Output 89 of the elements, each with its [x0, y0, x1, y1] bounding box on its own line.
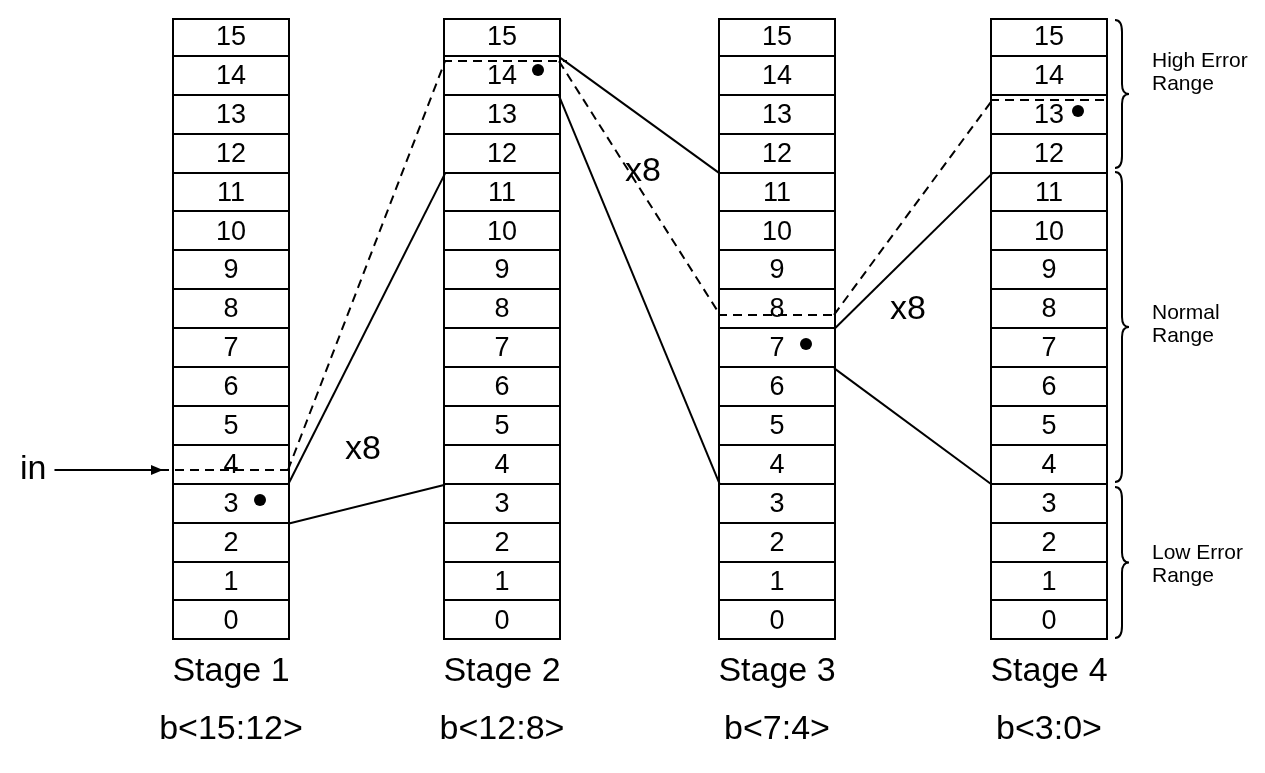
level-cell: 11 — [174, 173, 288, 213]
stage-caption: Stage 2 — [443, 650, 561, 689]
gain-label: x8 — [345, 428, 381, 467]
level-cell: 3 — [174, 484, 288, 524]
level-cell: 10 — [992, 212, 1106, 252]
level-cell: 8 — [174, 290, 288, 330]
level-cell: 4 — [174, 445, 288, 485]
connector-line — [287, 483, 446, 525]
bit-range-label: b<3:0> — [996, 708, 1102, 747]
level-cell: 6 — [720, 368, 834, 407]
level-cell: 13 — [445, 95, 559, 135]
level-cell: 3 — [720, 484, 834, 524]
level-cell: 15 — [720, 18, 834, 57]
connector-line — [833, 172, 993, 331]
gain-label: x8 — [625, 150, 661, 189]
level-cell: 10 — [720, 212, 834, 252]
level-cell: 0 — [445, 601, 559, 641]
level-cell: 2 — [174, 523, 288, 563]
level-cell: 4 — [445, 445, 559, 485]
level-cell: 11 — [445, 173, 559, 213]
level-cell: 15 — [445, 18, 559, 57]
level-cell: 3 — [445, 484, 559, 524]
level-cell: 4 — [720, 445, 834, 485]
range-label: Normal Range — [1152, 300, 1221, 346]
level-cell: 13 — [992, 95, 1106, 135]
level-cell: 2 — [992, 523, 1106, 563]
level-cell: 0 — [992, 601, 1106, 641]
connector-line — [558, 55, 721, 175]
level-cell: 15 — [992, 18, 1106, 57]
gain-label: x8 — [890, 288, 926, 327]
level-cell: 0 — [174, 601, 288, 641]
stage-caption: Stage 1 — [172, 650, 290, 689]
level-cell: 12 — [992, 134, 1106, 174]
level-cell: 5 — [720, 407, 834, 446]
range-label: High Error Range — [1152, 48, 1249, 94]
level-cell: 7 — [992, 329, 1106, 369]
level-cell: 8 — [445, 290, 559, 330]
level-cell: 13 — [720, 95, 834, 135]
level-cell: 15 — [174, 18, 288, 57]
level-cell: 9 — [720, 251, 834, 291]
level-cell: 9 — [174, 251, 288, 291]
level-cell: 10 — [174, 212, 288, 252]
input-label: in — [20, 448, 47, 487]
level-cell: 1 — [174, 562, 288, 602]
level-cell: 6 — [174, 368, 288, 407]
level-cell: 1 — [720, 562, 834, 602]
level-cell: 14 — [445, 56, 559, 96]
level-cell: 10 — [445, 212, 559, 252]
level-cell: 4 — [992, 445, 1106, 485]
level-cell: 12 — [174, 134, 288, 174]
level-cell: 8 — [992, 290, 1106, 330]
connector-line — [287, 60, 446, 471]
level-cell: 12 — [445, 134, 559, 174]
level-cell: 13 — [174, 95, 288, 135]
level-cell: 12 — [720, 134, 834, 174]
level-cell: 14 — [992, 56, 1106, 96]
stage-column — [718, 18, 836, 641]
level-cell: 1 — [445, 562, 559, 602]
stage-caption: Stage 4 — [990, 650, 1108, 689]
connector-line — [833, 99, 993, 316]
level-cell: 5 — [445, 407, 559, 446]
level-cell: 6 — [445, 368, 559, 407]
stage-column — [443, 18, 561, 641]
level-cell: 14 — [720, 56, 834, 96]
bit-range-label: b<7:4> — [724, 708, 830, 747]
level-cell: 14 — [174, 56, 288, 96]
level-cell: 9 — [992, 251, 1106, 291]
level-cell: 5 — [174, 407, 288, 446]
bit-range-label: b<15:12> — [159, 708, 303, 747]
bit-range-label: b<12:8> — [439, 708, 565, 747]
level-cell: 11 — [720, 173, 834, 213]
arrow — [53, 465, 163, 475]
level-cell: 7 — [445, 329, 559, 369]
level-cell: 1 — [992, 562, 1106, 602]
level-cell: 5 — [992, 407, 1106, 446]
level-cell: 7 — [174, 329, 288, 369]
level-cell: 3 — [992, 484, 1106, 524]
level-cell: 9 — [445, 251, 559, 291]
range-label: Low Error Range — [1152, 540, 1245, 586]
level-cell: 2 — [720, 523, 834, 563]
connector-line — [833, 367, 993, 486]
level-cell: 7 — [720, 329, 834, 369]
stage-column — [990, 18, 1108, 641]
stage-caption: Stage 3 — [718, 650, 836, 689]
level-cell: 0 — [720, 601, 834, 641]
stage-column — [172, 18, 290, 641]
level-cell: 2 — [445, 523, 559, 563]
level-cell: 11 — [992, 173, 1106, 213]
level-cell: 6 — [992, 368, 1106, 407]
